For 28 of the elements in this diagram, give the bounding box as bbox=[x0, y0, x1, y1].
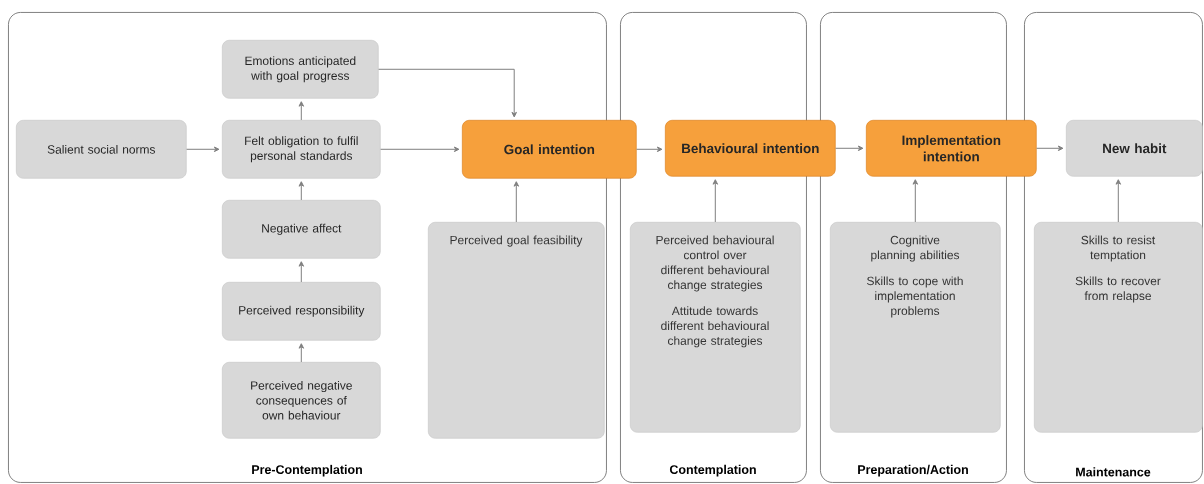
arrow bbox=[298, 261, 305, 283]
stage-box: Goal intention bbox=[462, 120, 637, 179]
arrow bbox=[298, 343, 305, 363]
arrow bbox=[1115, 179, 1122, 223]
stage-box: Implementation intention bbox=[866, 120, 1037, 177]
arrow bbox=[298, 101, 305, 121]
factor-box: Felt obligation to fulfil personal standards bbox=[222, 120, 381, 179]
arrow bbox=[513, 181, 520, 223]
factor-box: Perceived goal feasibility bbox=[428, 222, 605, 439]
arrow bbox=[835, 145, 864, 152]
arrow bbox=[298, 181, 305, 201]
factor-box: Skills to resist temptation Skills to recover from relapse bbox=[1034, 222, 1203, 433]
factor-box: Negative affect bbox=[222, 200, 381, 259]
factor-box: New habit bbox=[1066, 120, 1203, 177]
factor-box: Cognitive planning abilities Skills to cope with implementation problems bbox=[830, 222, 1001, 433]
arrow bbox=[380, 146, 460, 153]
factor-box: Salient social norms bbox=[16, 120, 187, 179]
arrow bbox=[1036, 145, 1064, 152]
arrow bbox=[912, 179, 919, 223]
arrow bbox=[712, 179, 719, 223]
arrow bbox=[186, 146, 220, 153]
factor-box: Emotions anticipated with goal progress bbox=[222, 40, 379, 99]
arrow bbox=[378, 68, 517, 118]
arrow bbox=[636, 146, 663, 153]
factor-box: Perceived behavioural control over different behavioural change strategies Attitude towards different behavioural change strategies bbox=[630, 222, 801, 433]
stage-box: Behavioural intention bbox=[665, 120, 836, 177]
factor-box: Perceived responsibility bbox=[222, 282, 381, 341]
factor-box: Perceived negative consequences of own behaviour bbox=[222, 362, 381, 439]
